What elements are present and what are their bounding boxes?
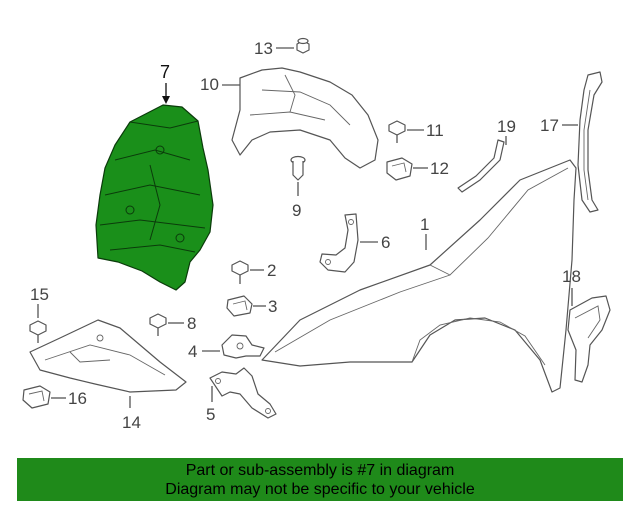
- part-6-bracket[interactable]: [319, 213, 359, 273]
- part-16-clip[interactable]: [22, 385, 51, 409]
- part-1-fender[interactable]: [261, 159, 577, 393]
- callout-3-label: 3: [268, 297, 277, 316]
- arrow-icon: [162, 96, 170, 104]
- callout-5-label: 5: [206, 405, 215, 424]
- callout-4: 4: [188, 342, 220, 361]
- part-5-support-bracket[interactable]: [209, 367, 277, 419]
- callout-15: 15: [30, 285, 49, 318]
- part-11-bolt[interactable]: [388, 120, 406, 143]
- callout-12: 12: [413, 159, 449, 178]
- callout-11: 11: [407, 121, 444, 140]
- part-13-nut[interactable]: [296, 37, 310, 54]
- info-banner: Part or sub-assembly is #7 in diagram Di…: [17, 458, 623, 501]
- part-9-grommet[interactable]: [290, 155, 306, 181]
- callout-16: 16: [51, 389, 87, 408]
- callout-3: 3: [253, 297, 277, 316]
- callout-17: 17: [540, 116, 578, 135]
- callout-15-label: 15: [30, 285, 49, 304]
- part-4-bracket-nut[interactable]: [221, 334, 265, 359]
- callout-1-label: 1: [420, 215, 429, 234]
- callout-12-label: 12: [430, 159, 449, 178]
- callout-7: 7: [160, 62, 170, 104]
- callout-11-label: 11: [426, 121, 444, 140]
- part-10-wheel-housing-cover[interactable]: [231, 67, 379, 169]
- callout-19: 19: [497, 117, 516, 145]
- callout-9: 9: [292, 182, 301, 220]
- callout-1: 1: [420, 215, 429, 250]
- callout-4-label: 4: [188, 342, 197, 361]
- callout-13: 13: [254, 39, 294, 58]
- callout-9-label: 9: [292, 201, 301, 220]
- callout-10: 10: [200, 75, 240, 94]
- callout-14-label: 14: [122, 413, 141, 432]
- callout-17-label: 17: [540, 116, 559, 135]
- callout-8: 8: [168, 314, 196, 333]
- parts-diagram: 7 10 13 11 12: [22, 37, 611, 432]
- part-12-clip-nut[interactable]: [386, 157, 413, 181]
- part-14-underbody-shield[interactable]: [29, 319, 187, 393]
- part-15-bolt[interactable]: [29, 320, 47, 343]
- callout-16-label: 16: [68, 389, 87, 408]
- callout-2-label: 2: [267, 261, 276, 280]
- callout-6: 6: [360, 233, 390, 252]
- callout-6-label: 6: [381, 233, 390, 252]
- callout-2: 2: [250, 261, 276, 280]
- part-8-bolt[interactable]: [149, 313, 167, 336]
- callout-10-label: 10: [200, 75, 219, 94]
- part-2-bolt[interactable]: [231, 260, 249, 284]
- callout-5: 5: [206, 386, 215, 424]
- callout-14: 14: [122, 396, 141, 432]
- banner-line-2: Diagram may not be specific to your vehi…: [165, 480, 475, 498]
- part-18-trim-bracket[interactable]: [567, 295, 611, 383]
- banner-line-1: Part or sub-assembly is #7 in diagram: [185, 461, 455, 479]
- callout-18: 18: [562, 267, 581, 306]
- callout-8-label: 8: [187, 314, 196, 333]
- part-3-clip[interactable]: [226, 295, 253, 317]
- part-7-fender-liner[interactable]: [95, 104, 214, 291]
- callout-13-label: 13: [254, 39, 273, 58]
- callout-19-label: 19: [497, 117, 516, 136]
- callout-7-label: 7: [160, 62, 170, 82]
- part-19-trim-strip[interactable]: [457, 139, 505, 193]
- part-17-seal-strip[interactable]: [577, 71, 603, 213]
- callout-18-label: 18: [562, 267, 581, 286]
